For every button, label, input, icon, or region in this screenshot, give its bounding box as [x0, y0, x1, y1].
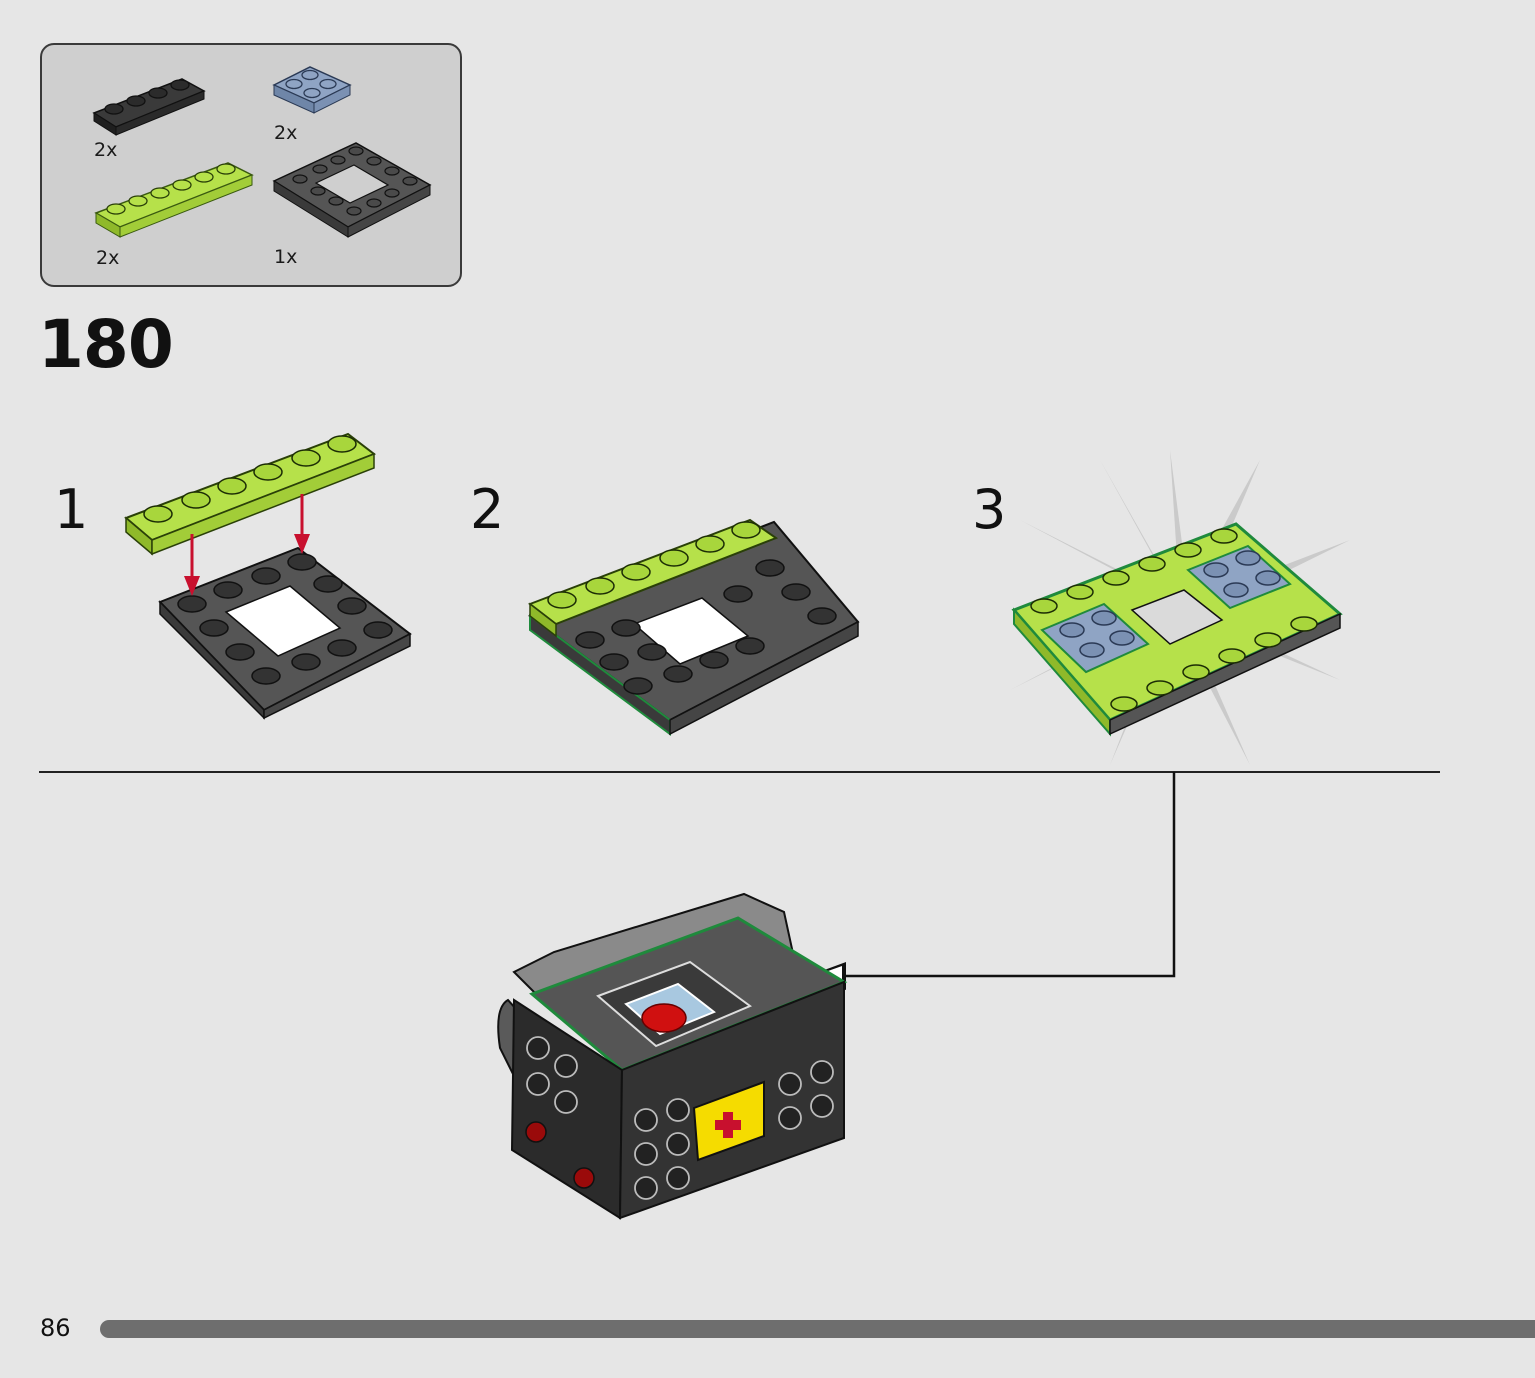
page-number: 86 [40, 1314, 71, 1342]
part-quantity: 2x [94, 139, 118, 161]
sub-step-1-label: 1 [54, 478, 89, 541]
sand-blue-plate-2x2-icon [272, 66, 352, 114]
progress-bar [100, 1320, 1535, 1338]
part-quantity: 2x [96, 247, 120, 269]
sub-step-2-illustration [527, 518, 860, 736]
step-number: 180 [38, 306, 174, 383]
sub-step-3-illustration [1010, 450, 1350, 765]
part-quantity: 2x [274, 122, 298, 144]
lime-plate-1x6-icon [94, 162, 254, 238]
part-quantity: 1x [274, 246, 298, 268]
sub-step-1-illustration [124, 432, 412, 720]
black-plate-1x4-icon [92, 78, 206, 136]
sub-step-2-label: 2 [470, 478, 505, 541]
main-model-illustration [497, 892, 848, 1220]
frame-plate-4x4-icon [272, 142, 432, 238]
sub-step-3-label: 3 [972, 478, 1007, 541]
parts-list-box: 2x 2x 2x [40, 43, 462, 287]
section-divider [39, 771, 1440, 773]
